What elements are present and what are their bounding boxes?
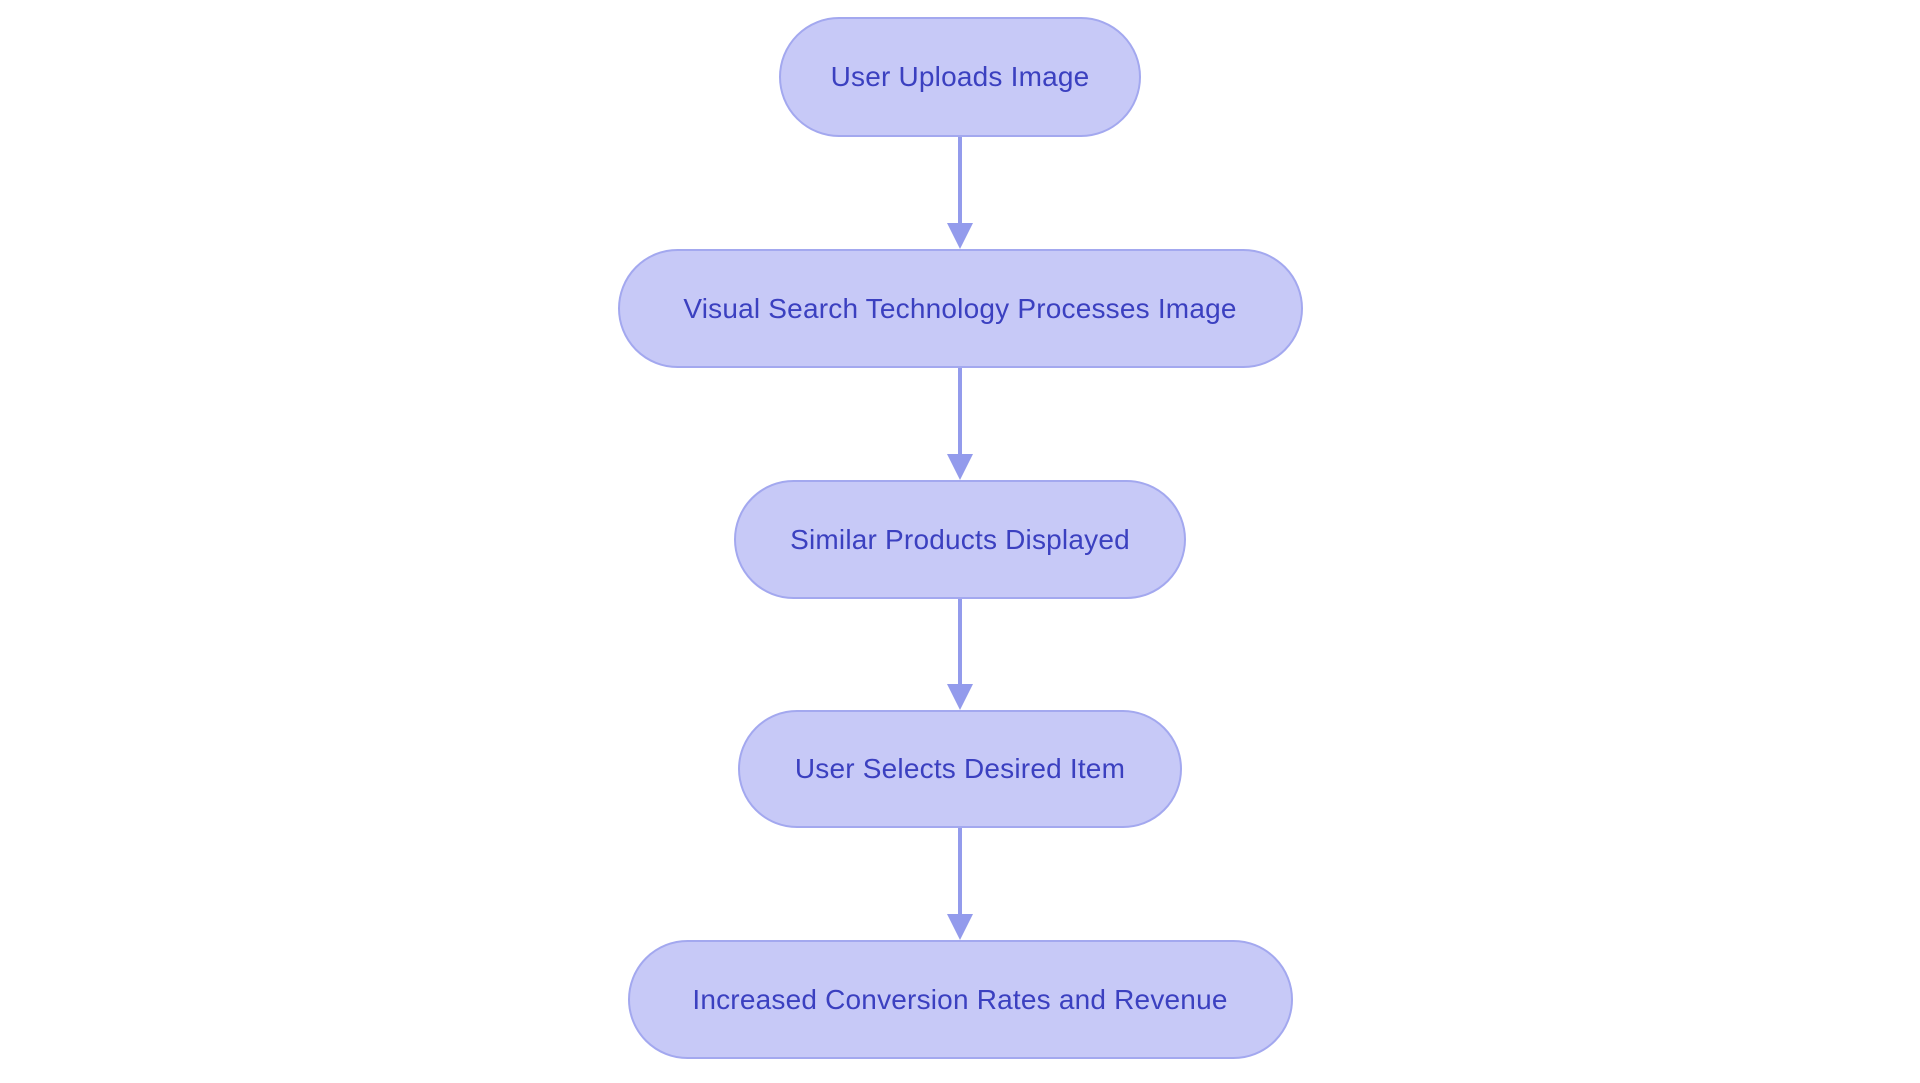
flow-node-label: Increased Conversion Rates and Revenue [692, 983, 1228, 1015]
flow-node-label: Similar Products Displayed [790, 523, 1130, 555]
flow-node-similar-products: Similar Products Displayed [734, 480, 1186, 599]
flow-node-label: User Uploads Image [830, 61, 1090, 92]
flow-node-user-selects-item: User Selects Desired Item [738, 710, 1182, 828]
arrow-down-icon [947, 368, 973, 480]
arrow-down-icon [947, 137, 973, 249]
arrow-down-icon [947, 828, 973, 940]
flow-node-increased-conversion: Increased Conversion Rates and Revenue [627, 940, 1293, 1059]
arrow-down-icon [947, 599, 973, 710]
flow-node-visual-search-processes: Visual Search Technology Processes Image [617, 249, 1303, 368]
flow-node-label: Visual Search Technology Processes Image [683, 292, 1237, 324]
flow-node-label: User Selects Desired Item [794, 753, 1126, 784]
flow-node-user-uploads-image: User Uploads Image [779, 17, 1141, 137]
